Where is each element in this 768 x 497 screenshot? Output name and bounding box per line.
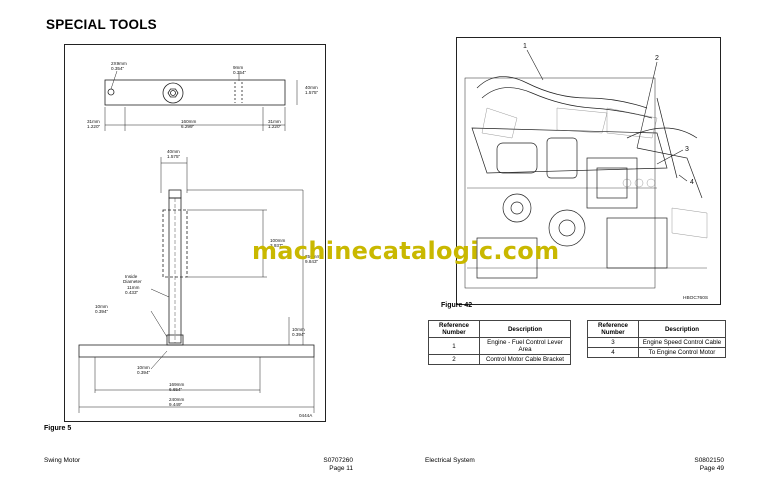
dim-hole-single-in: 0.354" [233,70,246,75]
dim-tall-mm: 250mm [305,254,320,259]
description-cell: Control Motor Cable Bracket [479,354,571,365]
ref-number-cell: 4 [587,347,639,358]
table-row: 4 To Engine Control Motor [587,347,726,358]
dim-right-mm: 31mm [268,119,281,124]
table-row: 2 Control Motor Cable Bracket [428,354,571,365]
callout-2: 2 [655,55,659,62]
footer-right-page: Page 49 [699,465,724,472]
footer-right-doc: S0802150 [694,457,724,464]
dim-hole-pair-mm: 2X9mm [111,61,127,66]
dim-inside-in: 0.433" [125,290,138,295]
figure-5-caption: Figure 5 [44,425,72,432]
dim-top-width-in: 1.575" [167,154,180,159]
ref-number-cell: 3 [587,337,639,348]
dim-mid-height-in: 3.937" [270,243,283,248]
figure-42-illustration: 1 2 3 4 HBOC760S [456,37,721,305]
dim-center-in: 6.299" [181,124,194,129]
dim-side1-in: 0.394" [95,309,108,314]
figure-42-caption: Figure 42 [441,302,473,309]
dim-top-width-mm: 40mm [167,149,180,154]
dim-inside-mm: 11mm [127,285,140,290]
dim-mid-height-mm: 100mm [270,238,285,243]
description-cell: To Engine Control Motor [638,347,726,358]
footer-left-page: Page 11 [329,465,353,472]
figure-5-drawing: 2X9mm 0.354" 9mm 0.354" 40mm 1.575" 31mm… [64,44,326,422]
drawing-number: 0444A [299,413,313,418]
dim-base1-in: 6.654" [169,387,182,392]
dim-left-mm: 31mm [87,119,100,124]
dim-center-mm: 160mm [181,119,196,124]
dim-base-height-mm: 10mm [292,327,305,332]
watermark: machinecatalogic.com [252,237,560,265]
dim-base1-mm: 169mm [169,382,184,387]
callout-1: 1 [523,43,527,50]
footer-right-section: Electrical System [425,457,475,464]
dim-height-in: 1.575" [305,90,318,95]
table-header-description: Description [638,320,726,338]
page-title: SPECIAL TOOLS [46,17,157,32]
dim-side2-in: 0.394" [137,370,150,375]
dim-inside-label-2: Diameter [123,279,142,284]
dim-right-in: 1.220" [268,124,281,129]
footer-left-doc: S0707260 [323,457,353,464]
description-cell: Engine Speed Control Cable [638,337,726,348]
engine-illustration: 1 2 3 4 HBOC760S [464,43,708,301]
dim-base2-in: 9.449" [169,402,182,407]
dim-base2-mm: 240mm [169,397,184,402]
ref-number-cell: 1 [428,337,480,355]
table-row: 3 Engine Speed Control Cable [587,337,726,348]
ref-number-cell: 2 [428,354,480,365]
footer-left-section: Swing Motor [44,457,81,464]
dim-inside-label-1: Inside [125,274,138,279]
image-code: HBOC760S [683,295,708,301]
tool-drawing: 2X9mm 0.354" 9mm 0.354" 40mm 1.575" 31mm… [78,61,320,418]
dim-side1-mm: 10mm [95,304,108,309]
dim-height-mm: 40mm [305,85,318,90]
tool-bar [104,79,286,106]
dim-side2-mm: 10mm [137,365,150,370]
callout-3: 3 [685,146,689,153]
callout-4: 4 [690,179,694,186]
table-header-description: Description [479,320,571,338]
dim-hole-single-mm: 9mm [233,65,243,70]
dim-base-height-in: 0.394" [292,332,305,337]
dim-tall-in: 9.843" [305,259,318,264]
dim-hole-pair-in: 0.354" [111,66,124,71]
dim-left-in: 1.220" [87,124,100,129]
